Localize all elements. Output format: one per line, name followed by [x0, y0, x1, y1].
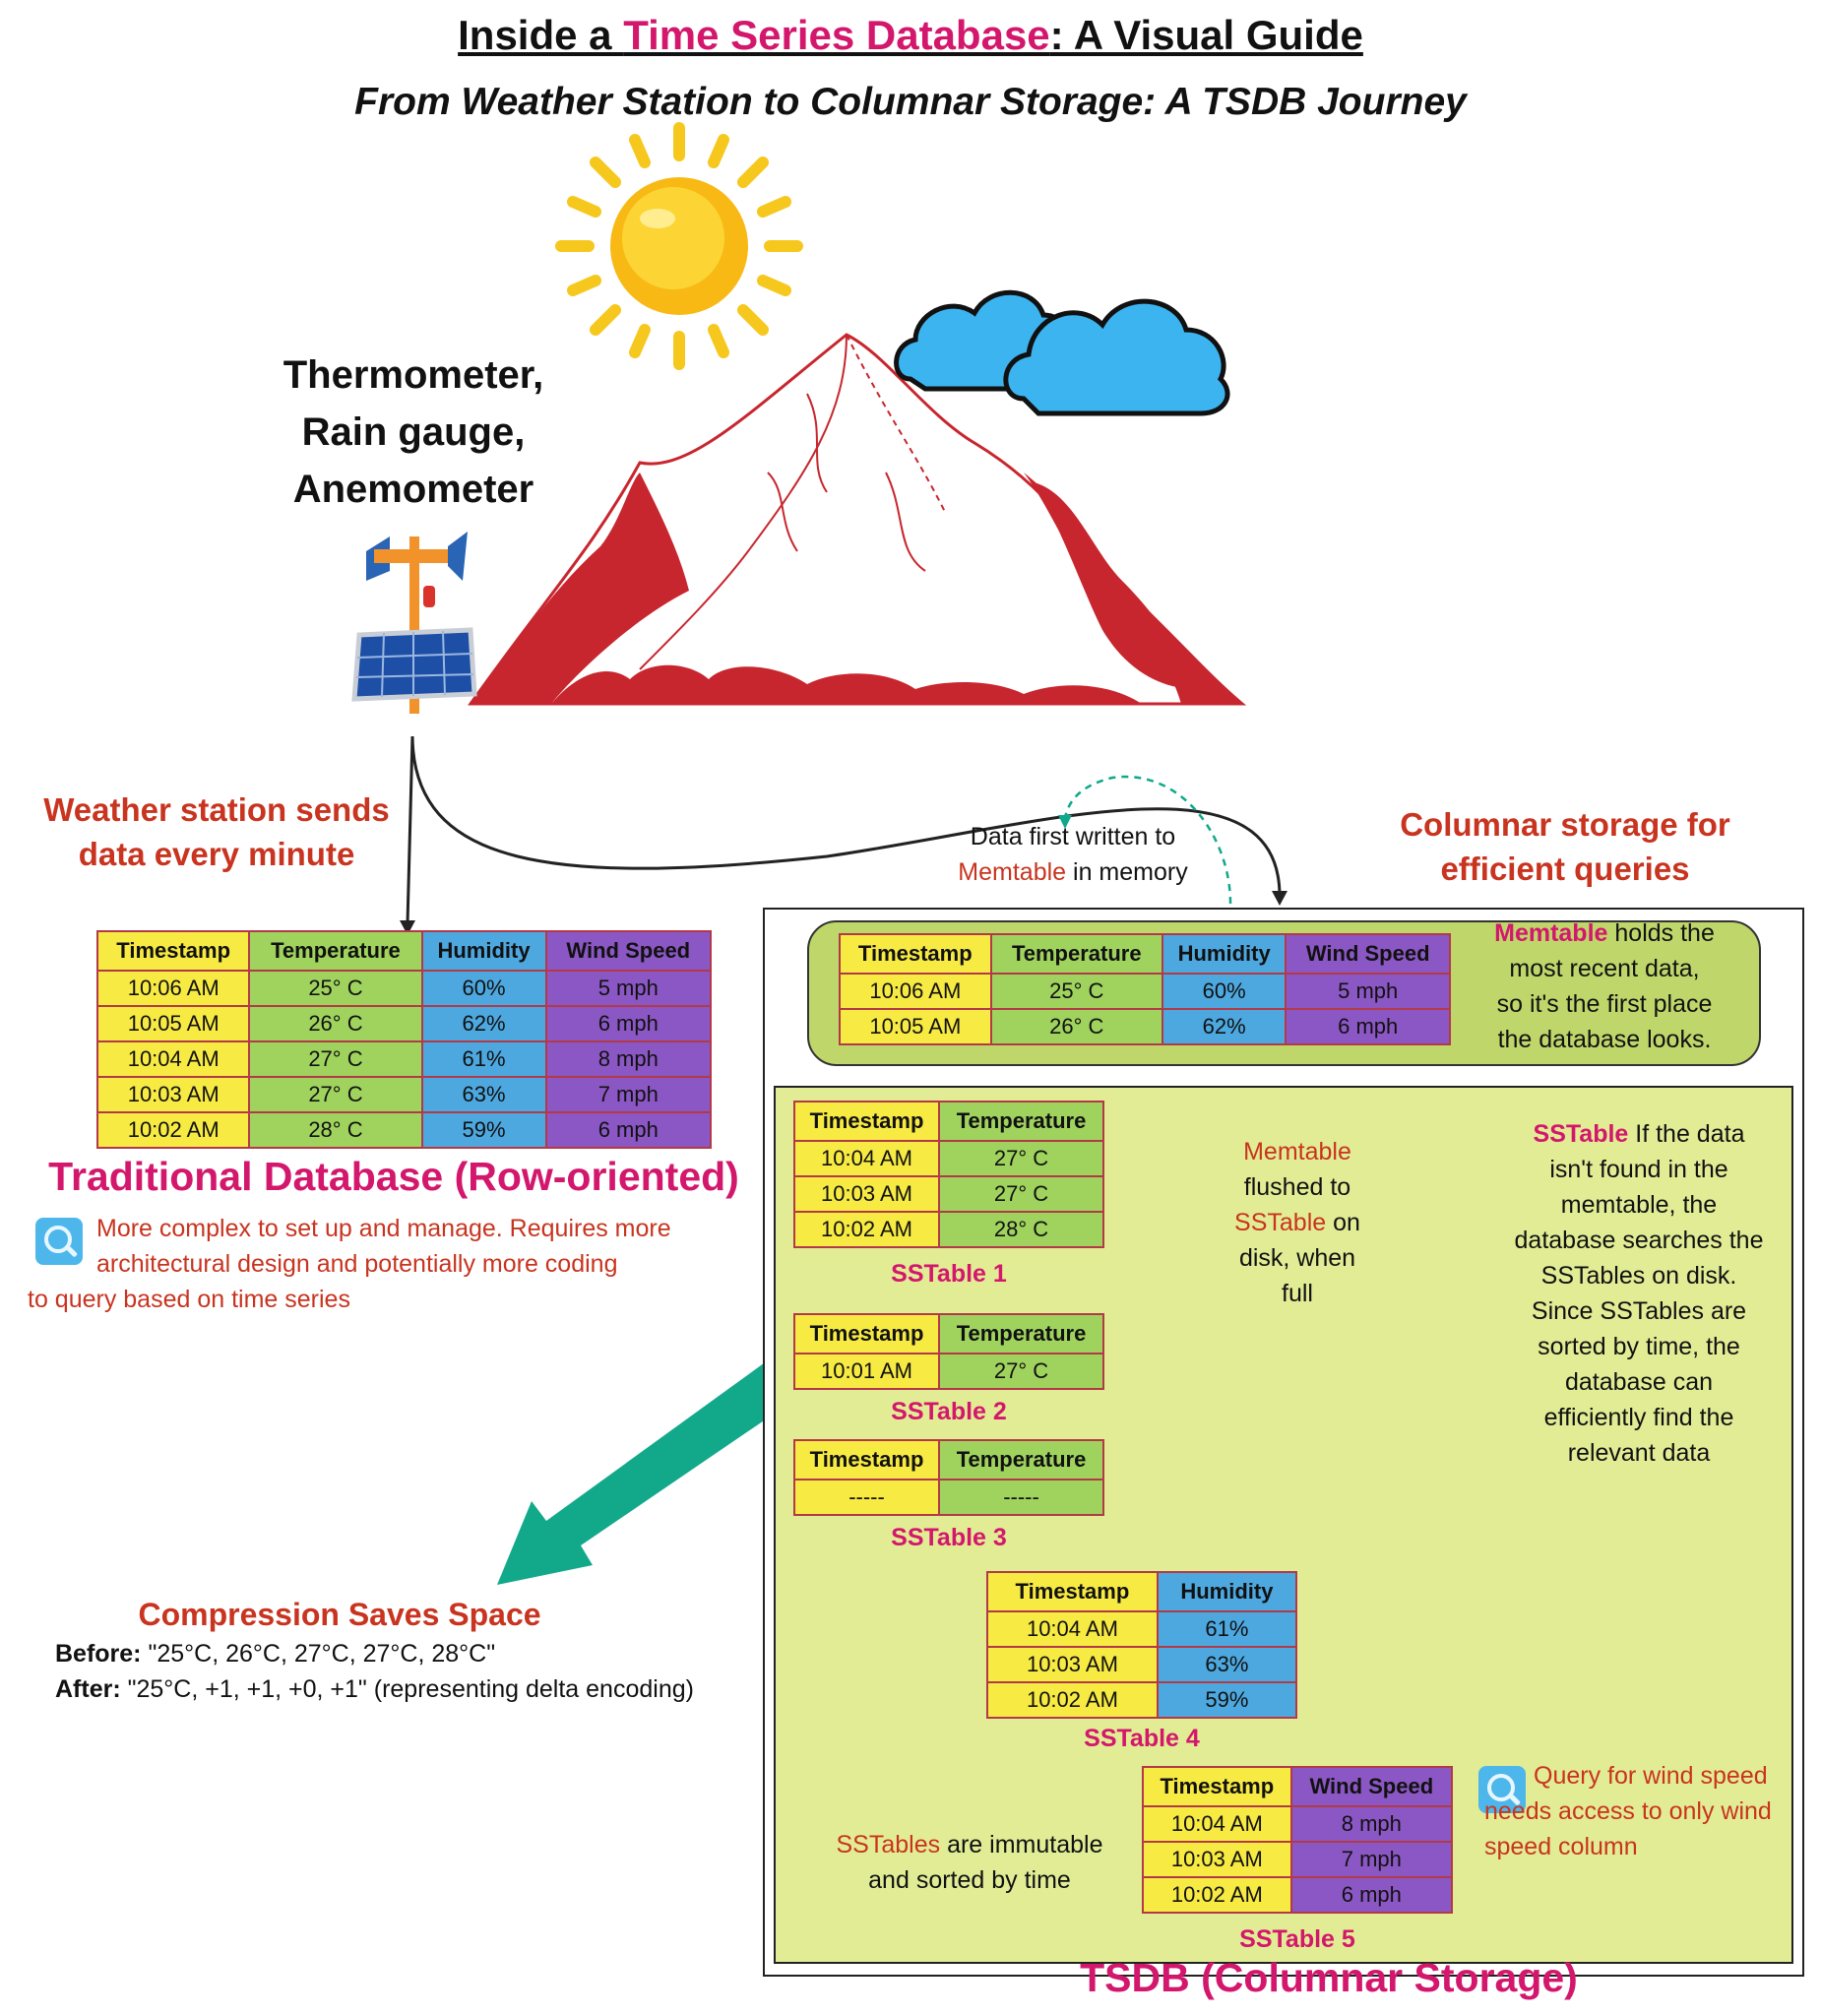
column-header: Wind Speed	[1289, 1766, 1454, 1807]
flush-note: Memtable flushed to SSTable on disk, whe…	[1199, 1134, 1396, 1311]
column-header: Wind Speed	[544, 930, 713, 972]
column-header: Temperature	[938, 1439, 1104, 1480]
sstable-3-caption: SSTable 3	[891, 1524, 1007, 1551]
title-accent: Time Series Database	[623, 12, 1050, 58]
compression-after: After: "25°C, +1, +1, +0, +1" (represent…	[55, 1675, 694, 1703]
compression-title: Compression Saves Space	[138, 1597, 541, 1632]
sstable-note: SSTable If the data isn't found in the m…	[1514, 1120, 1764, 1467]
column-header: Wind Speed	[1285, 933, 1451, 975]
mountain-icon	[468, 333, 1247, 706]
page-subtitle: From Weather Station to Columnar Storage…	[354, 81, 1467, 123]
sstable-4-caption: SSTable 4	[1084, 1725, 1200, 1752]
sstable-2-caption: SSTable 2	[891, 1398, 1007, 1425]
memtable-table: Timestamp Temperature Humidity Wind Spee…	[839, 933, 1451, 1045]
traditional-note-tail: to query based on time series	[28, 1286, 350, 1313]
column-header: Timestamp	[792, 1101, 941, 1142]
table-row: ----------	[792, 1479, 1104, 1516]
weather-station-icon	[351, 532, 477, 714]
column-header: Timestamp	[792, 1313, 941, 1354]
traditional-title: Traditional Database (Row-oriented)	[48, 1154, 739, 1199]
tsdb-title: TSDB (Columnar Storage)	[1080, 1955, 1578, 2000]
column-header: Timestamp	[95, 930, 251, 972]
sun-icon	[555, 122, 803, 370]
column-header: Timestamp	[792, 1439, 941, 1480]
page-title: Inside a Time Series Database: A Visual …	[458, 12, 1363, 58]
write-note: Data first written to Memtable in memory	[958, 823, 1188, 886]
traditional-note: More complex to set up and manage. Requi…	[96, 1215, 671, 1278]
memtable-note: Memtable holds the most recent data, so …	[1494, 919, 1715, 1053]
compression-before: Before: "25°C, 26°C, 27°C, 27°C, 28°C"	[55, 1640, 496, 1668]
sensor-list: Thermometer, Rain gauge, Anemometer	[283, 353, 544, 511]
sstable-5-caption: SSTable 5	[1239, 1925, 1355, 1953]
column-header: Timestamp	[986, 1571, 1159, 1612]
column-header: Temperature	[248, 930, 423, 972]
column-header: Humidity	[420, 930, 547, 972]
magnifier-icon	[35, 1218, 83, 1265]
magnifier-icon	[1478, 1766, 1526, 1813]
column-header: Temperature	[938, 1101, 1104, 1142]
query-note-line3: speed column	[1484, 1833, 1638, 1860]
column-header: Temperature	[938, 1313, 1104, 1354]
column-header: Humidity	[1161, 933, 1287, 975]
station-send-label: Weather station sends data every minute	[43, 791, 390, 872]
query-note-line2: needs access to only wind	[1484, 1797, 1772, 1825]
columnar-label: Columnar storage for efficient queries	[1400, 806, 1730, 887]
cloud-icon	[894, 289, 1230, 416]
traditional-table: Timestamp Temperature Humidity Wind Spee…	[95, 930, 713, 1149]
data-flow-arrows	[406, 735, 1282, 924]
column-header: Timestamp	[839, 933, 992, 975]
column-header: Humidity	[1156, 1571, 1298, 1612]
sstable-1-caption: SSTable 1	[891, 1260, 1007, 1288]
column-header: Timestamp	[1142, 1766, 1292, 1807]
compression-arrow	[497, 1360, 797, 1585]
immutable-note: SSTables are immutable and sorted by tim…	[836, 1831, 1103, 1894]
query-note-line1: Query for wind speed	[1534, 1762, 1768, 1790]
column-header: Temperature	[989, 933, 1163, 975]
